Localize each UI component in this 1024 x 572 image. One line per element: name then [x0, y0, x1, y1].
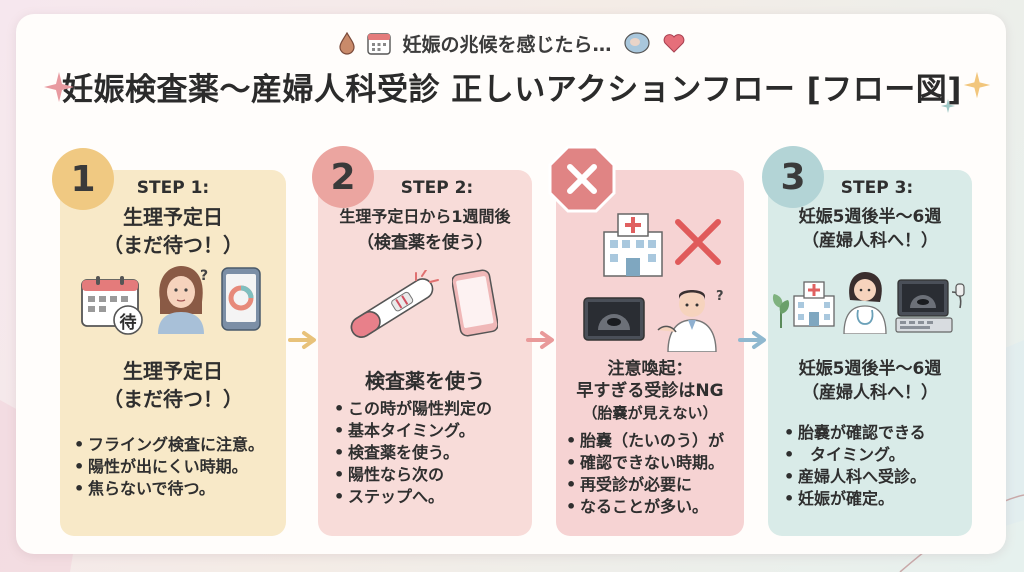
- ultrasound-icon: [583, 297, 645, 341]
- step-3-number-badge: 3: [762, 146, 824, 208]
- list-item: 検査薬を使う。: [334, 442, 492, 464]
- plant-icon: [772, 294, 790, 328]
- list-item: 陽性が出にくい時期。: [74, 456, 264, 478]
- step-3-bullets: 胎嚢が確認できる タイミング。 産婦人科へ受診。 妊娠が確定。: [784, 422, 926, 510]
- pill-icon: [623, 32, 650, 54]
- step-1-number-badge: 1: [52, 148, 114, 210]
- step-3-section-note: （産婦人科へ！）: [802, 383, 938, 403]
- woman-thinking-icon: ?: [158, 266, 208, 334]
- sparkle-icon: [44, 72, 74, 102]
- list-item: 妊娠が確定。: [784, 488, 926, 510]
- svg-text:?: ?: [716, 289, 724, 304]
- arrow-right-icon: [526, 331, 554, 349]
- list-item: この時が陽性判定の: [334, 398, 492, 420]
- list-item: 基本タイミング。: [334, 420, 492, 442]
- list-item: 焦らないで待つ。: [74, 478, 264, 500]
- step-3-section-title: 妊娠5週後半〜6週: [798, 359, 942, 379]
- hospital-icon: [603, 213, 663, 277]
- step-2-heading: 生理予定日から1週間後: [339, 207, 511, 226]
- doctor-icon: ?: [657, 289, 724, 352]
- droplet-icon: [339, 31, 356, 55]
- cross-mark-icon: [675, 219, 721, 265]
- arrow-right-icon: [288, 331, 316, 349]
- subtitle: 妊娠の兆候を感じたら…: [402, 33, 612, 56]
- page-title: 妊娠検査薬〜産婦人科受診 正しいアクションフロー [フロー図]: [62, 72, 962, 108]
- step-2-heading-note: （検査薬を使う）: [357, 233, 493, 253]
- step-1-section-title: 生理予定日: [123, 359, 223, 383]
- warning-subtitle: 早すぎる受診はNG: [576, 381, 724, 401]
- svg-text:?: ?: [200, 268, 208, 284]
- subtitle-row: 妊娠の兆候を感じたら…: [0, 28, 1024, 58]
- step-2-number-badge: 2: [312, 146, 374, 208]
- step-3-heading-note: （産婦人科へ！）: [802, 231, 938, 251]
- list-item: ステップへ。: [334, 486, 492, 508]
- calendar-icon: [81, 276, 143, 335]
- list-item: 産婦人科へ受診。: [784, 466, 926, 488]
- step-2-section-title: 検査薬を使う: [365, 369, 485, 393]
- warning-title: 注意喚起：: [607, 359, 693, 379]
- list-item: フライング検査に注意。: [74, 434, 264, 456]
- smartphone-icon: [452, 269, 498, 337]
- smartphone-icon: [221, 267, 261, 331]
- arrow-right-icon: [738, 331, 766, 349]
- step-1-heading: 生理予定日: [123, 205, 223, 229]
- hospital-icon: [793, 281, 835, 327]
- ultrasound-icon: [895, 279, 965, 333]
- step-1-section-note: （まだ待つ！）: [103, 387, 243, 411]
- list-item: 胎嚢が確認できる: [784, 422, 926, 444]
- step-3-label: STEP 3:: [840, 178, 914, 198]
- step-1-bullets: フライング検査に注意。 陽性が出にくい時期。 焦らないで待つ。: [74, 434, 264, 500]
- stop-x-icon: [548, 145, 616, 213]
- wait-badge-icon: 待: [119, 313, 137, 333]
- list-item: 陽性なら次の: [334, 464, 492, 486]
- calendar-icon: [367, 33, 392, 55]
- warning-note: （胎嚢が見えない）: [582, 404, 718, 422]
- heart-icon: [663, 34, 684, 53]
- list-item: タイミング。: [784, 444, 926, 466]
- sparkle-icon: [963, 71, 991, 99]
- step-2-bullets: この時が陽性判定の 基本タイミング。 検査薬を使う。 陽性なら次の ステップへ。: [334, 398, 492, 508]
- step-1-heading-note: （まだ待つ！）: [103, 233, 243, 257]
- list-item: 確認できない時期。: [566, 452, 724, 474]
- doctor-icon: [843, 272, 887, 334]
- list-item: 再受診が必要に: [566, 474, 724, 496]
- list-item: 胎嚢（たいのう）が: [566, 430, 724, 452]
- list-item: なることが多い。: [566, 496, 724, 518]
- step-1-label: STEP 1:: [136, 178, 210, 198]
- pregnancy-test-icon: [350, 270, 439, 338]
- step-3-heading: 妊娠5週後半〜6週: [798, 207, 942, 227]
- warning-bullets: 胎嚢（たいのう）が 確認できない時期。 再受診が必要に なることが多い。: [566, 430, 724, 518]
- sparkle-icon: [940, 98, 956, 114]
- step-2-label: STEP 2:: [400, 178, 474, 198]
